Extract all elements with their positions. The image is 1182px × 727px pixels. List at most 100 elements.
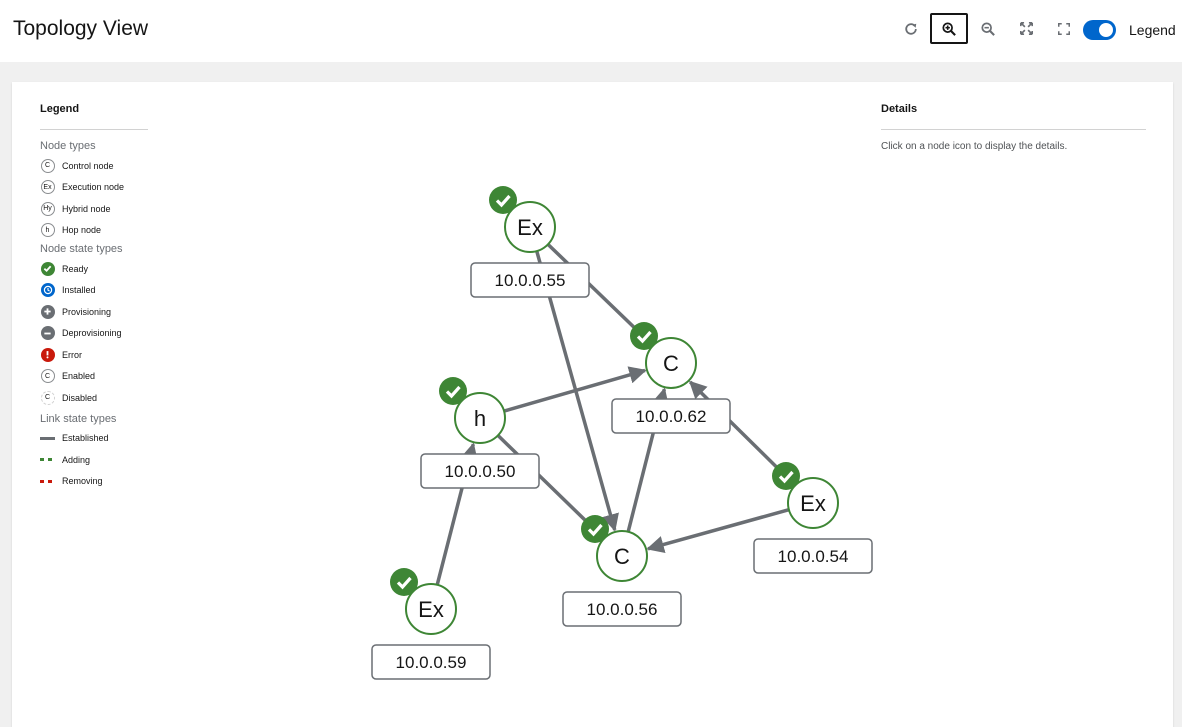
legend-item-adding: Adding (40, 449, 148, 471)
node-ip-label-box[interactable] (470, 262, 590, 298)
node-circle[interactable] (405, 583, 457, 635)
legend-item-deprovisioning: Deprovisioning (40, 323, 148, 345)
node-n62[interactable]: C 10.0.0.62 (611, 322, 731, 434)
legend-panel: Legend Node types C Control node Ex Exec… (40, 102, 148, 492)
legend-item-label: Ready (62, 263, 89, 274)
node-state-heading: Node state types (40, 243, 123, 255)
node-ip-label: 10.0.0.56 (587, 600, 658, 619)
node-circle[interactable] (596, 530, 648, 582)
node-n59[interactable]: Ex 10.0.0.59 (371, 568, 491, 680)
legend-item-disabled: C Disabled (40, 387, 148, 409)
check-mark (396, 576, 412, 590)
node-circle[interactable] (645, 337, 697, 389)
legend-item-hybrid-node: Hy Hybrid node (40, 198, 148, 220)
node-type-symbol: C (663, 351, 679, 376)
ready-check-icon (772, 462, 800, 490)
exclamation-icon (40, 347, 55, 362)
check-mark (636, 330, 652, 344)
legend-item-label: Control node (62, 160, 114, 171)
legend-item-label: Execution node (62, 182, 125, 193)
ready-check-icon (581, 515, 609, 543)
refresh-button[interactable] (892, 13, 930, 44)
node-ip-label-box[interactable] (611, 398, 731, 434)
node-n54[interactable]: Ex 10.0.0.54 (753, 462, 873, 574)
legend-item-established: Established (40, 428, 148, 450)
fit-to-screen-button[interactable] (1007, 13, 1045, 44)
topology-graph[interactable]: Ex10.0.0.55C10.0.0.62h10.0.0.50Ex10.0.0.… (12, 82, 1173, 727)
ready-check-icon (489, 186, 517, 214)
dashed-red-link-icon (40, 479, 55, 483)
legend-toggle[interactable] (1083, 20, 1116, 40)
legend-item-label: Hybrid node (62, 203, 111, 214)
link-n54-n56[interactable] (646, 507, 790, 554)
fullscreen-button[interactable] (1045, 13, 1083, 44)
node-type-symbol: h (474, 406, 486, 431)
nodes-layer: Ex10.0.0.55C10.0.0.62h10.0.0.50Ex10.0.0.… (371, 186, 873, 680)
refresh-icon (905, 22, 917, 35)
legend-item-execution-node: Ex Execution node (40, 177, 148, 199)
node-circle[interactable] (454, 392, 506, 444)
solid-link-icon (40, 436, 55, 440)
link-n50-n62[interactable] (503, 366, 647, 413)
clock-icon (40, 283, 55, 298)
node-ip-label: 10.0.0.59 (396, 653, 467, 672)
node-circle[interactable] (787, 477, 839, 529)
link-state-heading: Link state types (40, 412, 117, 425)
legend-item-label: Installed (62, 285, 96, 296)
fit-to-screen-icon (1019, 22, 1033, 35)
check-mark (445, 385, 461, 399)
node-ip-label-box[interactable] (753, 538, 873, 574)
node-ip-label-box[interactable] (562, 591, 682, 627)
hop-node-icon: h (40, 223, 55, 238)
node-ip-label: 10.0.0.50 (445, 462, 516, 481)
legend-item-enabled: C Enabled (40, 366, 148, 388)
node-ip-label: 10.0.0.54 (778, 547, 849, 566)
zoom-out-button[interactable] (969, 13, 1007, 44)
control-node-icon: C (40, 158, 55, 173)
toggle-knob (1099, 23, 1113, 37)
node-circle[interactable] (504, 201, 556, 253)
legend-item-hop-node: h Hop node (40, 220, 148, 242)
legend-item-label: Established (62, 433, 109, 444)
legend-item-label: Enabled (62, 371, 96, 382)
zoom-in-icon (942, 21, 956, 36)
legend-item-label: Provisioning (62, 306, 112, 317)
check-mark (495, 194, 511, 208)
legend-item-error: Error (40, 344, 148, 366)
legend-item-label: Adding (62, 454, 91, 465)
legend-item-label: Hop node (62, 225, 102, 236)
plus-icon (40, 304, 55, 319)
check-mark (587, 523, 603, 537)
node-ip-label: 10.0.0.62 (636, 407, 707, 426)
execution-node-icon: Ex (40, 180, 55, 195)
node-n50[interactable]: h 10.0.0.50 (420, 377, 540, 489)
page-title: Topology View (13, 17, 149, 40)
node-n56[interactable]: C 10.0.0.56 (562, 515, 682, 627)
node-type-symbol: Ex (418, 597, 444, 622)
ready-check-icon (439, 377, 467, 405)
node-ip-label: 10.0.0.55 (495, 271, 566, 290)
dashed-green-link-icon (40, 458, 55, 462)
zoom-in-button[interactable] (930, 13, 968, 44)
details-panel: Details Click on a node icon to display … (881, 102, 1146, 152)
check-icon (40, 261, 55, 276)
legend-item-installed: Installed (40, 280, 148, 302)
node-type-symbol: Ex (517, 215, 543, 240)
details-hint: Click on a node icon to display the deta… (881, 141, 1068, 152)
legend-item-label: Disabled (62, 392, 98, 403)
minus-icon (40, 326, 55, 341)
node-type-symbol: C (614, 544, 630, 569)
legend-item-label: Error (62, 349, 82, 360)
legend-item-control-node: C Control node (40, 155, 148, 177)
node-ip-label-box[interactable] (420, 453, 540, 489)
check-mark (778, 470, 794, 484)
legend-toggle-label: Legend (1129, 22, 1176, 38)
legend-item-label: Deprovisioning (62, 328, 122, 339)
legend-item-removing: Removing (40, 471, 148, 493)
node-type-symbol: Ex (800, 491, 826, 516)
zoom-out-icon (981, 21, 995, 36)
node-n55[interactable]: Ex 10.0.0.55 (470, 186, 590, 298)
legend-item-provisioning: Provisioning (40, 301, 148, 323)
ready-check-icon (630, 322, 658, 350)
node-ip-label-box[interactable] (371, 644, 491, 680)
